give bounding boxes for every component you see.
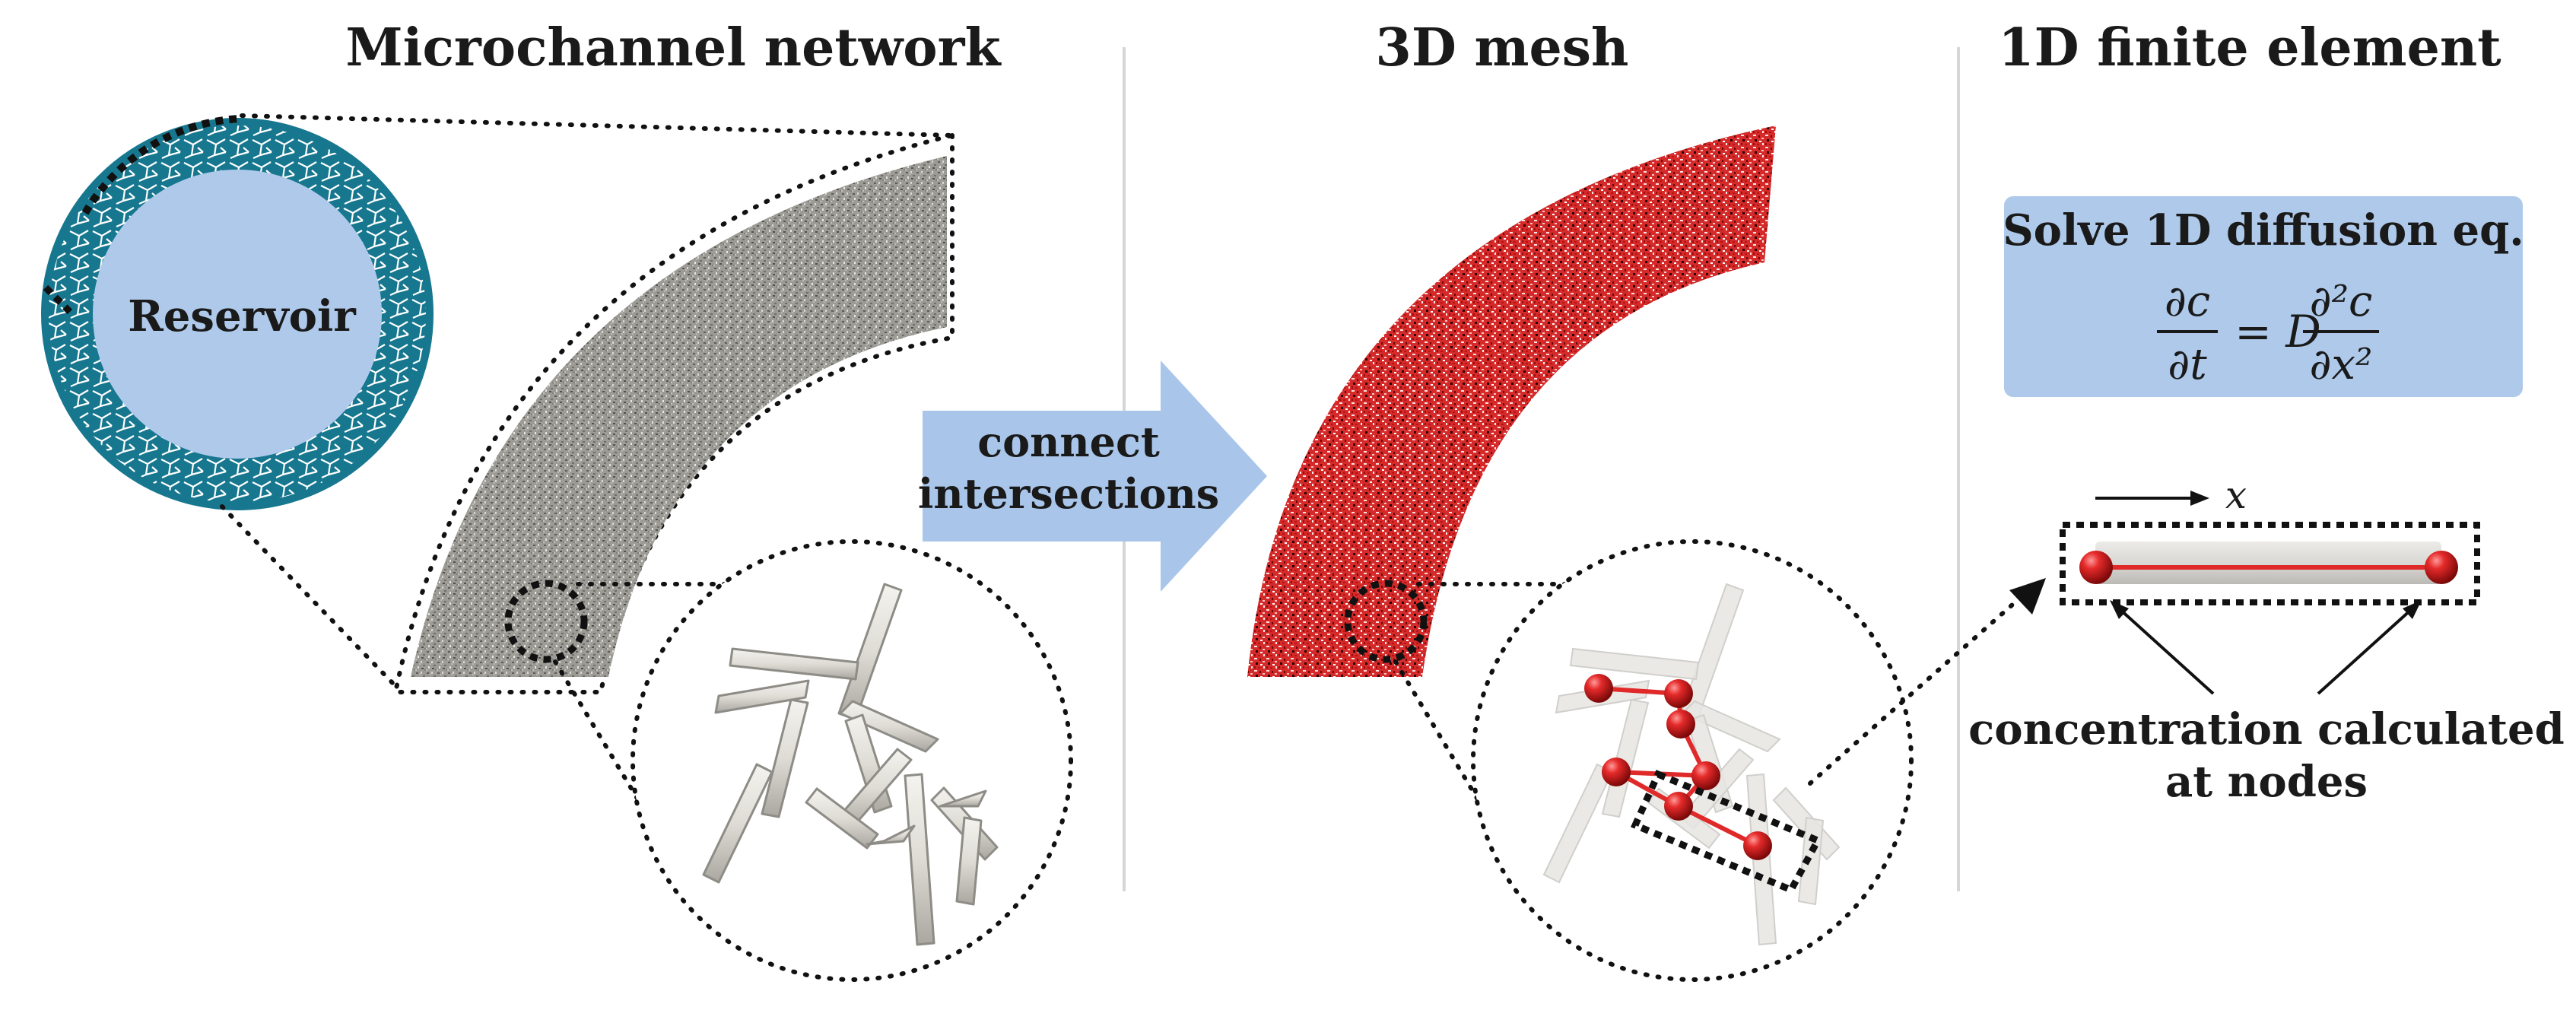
zoom-line-2b (1393, 659, 1516, 862)
annotation-line2: at nodes (2165, 757, 2368, 807)
equation-title: Solve 1D diffusion eq. (2003, 205, 2524, 256)
element-selection-box (1631, 770, 1823, 894)
x-axis-arrowhead (2190, 491, 2209, 506)
equation-box (2004, 196, 2523, 397)
eq-rhs-denominator: ∂x² (2310, 340, 2373, 389)
mesh-node (1664, 792, 1693, 821)
annotation-arrowhead-left (2110, 600, 2129, 619)
title-3d-mesh: 3D mesh (1376, 17, 1629, 78)
zoom-circle-1 (631, 539, 1073, 982)
eq-lhs-numerator: ∂c (2165, 277, 2210, 326)
annotation-arrowhead-right (2403, 600, 2422, 619)
element-pointer-line (1808, 602, 2015, 786)
annotation-line1: concentration calculated (1968, 704, 2565, 754)
element-frame (2060, 522, 2480, 605)
red-mesh-segment (1247, 125, 1776, 677)
eq-rhs-numerator: ∂²c (2310, 277, 2373, 326)
connect-arrow (923, 361, 1267, 592)
mesh-node (1666, 710, 1695, 739)
arrow-text-line1: connect (977, 418, 1160, 466)
zoom-circle-2 (1471, 539, 1914, 982)
channel-rods-1 (702, 583, 999, 946)
mesh-node (1691, 761, 1720, 790)
title-1d-finite-element: 1D finite element (1998, 17, 2501, 78)
reservoir-ring (41, 118, 434, 510)
annotation-arrow-left (2117, 607, 2215, 695)
eq-lhs-denominator: ∂t (2168, 340, 2207, 389)
projection-line-top (240, 113, 953, 138)
zoom-marker-1 (504, 580, 588, 663)
x-axis-label: x (2225, 473, 2247, 517)
mesh-node (1743, 831, 1772, 860)
reservoir-label: Reservoir (128, 291, 357, 341)
reservoir-disk (93, 170, 382, 459)
title-microchannel-network: Microchannel network (345, 17, 1002, 78)
diffusion-equation: ∂c ∂t = D ∂²c ∂x² (2157, 277, 2379, 389)
microchannel-segment (411, 156, 947, 677)
projection-line-bottom (220, 504, 398, 688)
mesh-node (1584, 674, 1613, 703)
zoom-marker-2 (1344, 580, 1428, 663)
element-rod (2095, 542, 2441, 584)
mesh-node (1602, 758, 1631, 786)
mesh-node (1664, 679, 1693, 708)
annotation-arrow-right (2317, 607, 2414, 695)
ring-selection-edge (43, 284, 73, 315)
element-node-left (2079, 551, 2113, 584)
node-graph (1584, 674, 1772, 860)
element-pointer-arrowhead (2009, 578, 2046, 615)
element-node-right (2425, 551, 2458, 584)
arrow-text-line2: intersections (918, 469, 1219, 518)
